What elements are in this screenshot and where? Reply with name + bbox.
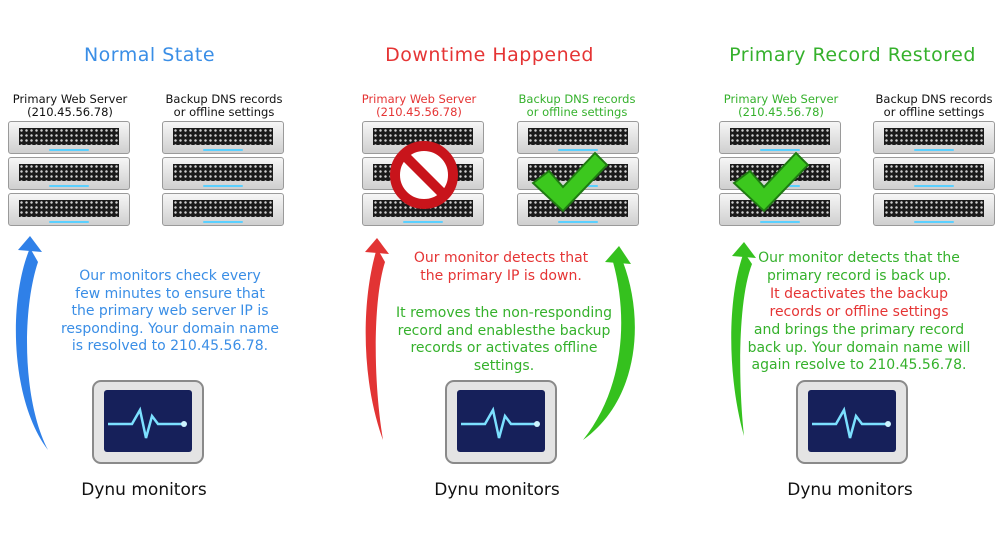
panel-downtime: Downtime Happened Primary Web Server (21…	[333, 0, 666, 556]
action-line: It removes the non-responding	[396, 305, 612, 321]
backup-label-line1: Backup DNS records	[165, 92, 283, 106]
deactivation-line: records or offline settings	[769, 303, 949, 320]
backup-server-icon	[162, 121, 284, 229]
panel-normal-state: Normal State Primary Web Server (210.45.…	[0, 0, 333, 556]
upward-arrow-green-icon	[731, 242, 756, 436]
action-line: settings.	[473, 357, 535, 374]
checkmark-icon	[531, 151, 609, 213]
checkmark-icon	[732, 151, 810, 213]
primary-server-ip: (210.45.56.78)	[738, 105, 824, 119]
detection-line: primary record is back up.	[767, 267, 951, 284]
primary-server-name: Primary Web Server	[723, 92, 839, 106]
monitor-icon	[92, 380, 204, 464]
detection-line: Our monitor detects that the	[758, 250, 960, 266]
primary-server-name: Primary Web Server	[361, 92, 477, 106]
description-line: few minutes to ensure that	[75, 285, 265, 302]
backup-server-icon	[873, 121, 995, 229]
action-line: records or activates offline	[410, 340, 598, 356]
backup-server-label: Backup DNS records or offline settings	[154, 93, 294, 119]
monitor-caption: Dynu monitors	[787, 480, 913, 500]
backup-label-line2: or offline settings	[526, 105, 628, 119]
description-line: is resolved to 210.45.56.78.	[71, 338, 269, 354]
upward-arrow-green-icon	[583, 246, 635, 440]
monitor-caption: Dynu monitors	[434, 480, 560, 500]
backup-label-line1: Backup DNS records	[875, 92, 993, 106]
backup-label-line1: Backup DNS records	[518, 92, 636, 106]
primary-server-icon	[8, 121, 130, 229]
detection-text: Our monitor detects that the primary IP …	[371, 250, 631, 285]
panel-title: Primary Record Restored	[729, 44, 976, 66]
downward-arrow-red-icon	[365, 238, 389, 440]
detection-text: Our monitor detects that the primary rec…	[728, 250, 990, 285]
detection-line: the primary IP is down.	[420, 267, 582, 284]
action-line: record and enablesthe backup	[397, 322, 611, 339]
prohibited-icon	[390, 141, 458, 209]
primary-server-ip: (210.45.56.78)	[27, 105, 113, 119]
action-text: It removes the non-responding record and…	[369, 305, 639, 375]
primary-server-label: Primary Web Server (210.45.56.78)	[349, 93, 489, 119]
backup-server-label: Backup DNS records or offline settings	[864, 93, 1000, 119]
primary-server-label: Primary Web Server (210.45.56.78)	[711, 93, 851, 119]
upward-arrow-icon	[15, 236, 49, 450]
description-line: responding. Your domain name	[60, 320, 280, 337]
description-line: the primary web server IP is	[71, 303, 269, 319]
restoration-line: back up. Your domain name will	[747, 339, 971, 356]
backup-server-label: Backup DNS records or offline settings	[507, 93, 647, 119]
monitor-caption: Dynu monitors	[81, 480, 207, 500]
detection-line: Our monitor detects that	[413, 250, 589, 266]
panel-title: Downtime Happened	[385, 44, 594, 66]
restoration-line: and brings the primary record	[753, 322, 965, 338]
deactivation-line: It deactivates the backup	[770, 286, 948, 302]
panel-primary-restored: Primary Record Restored Primary Web Serv…	[666, 0, 999, 556]
restoration-line: again resolve to 210.45.56.78.	[751, 357, 967, 373]
monitor-icon	[445, 380, 557, 464]
description-text: Our monitors check every few minutes to …	[40, 268, 300, 356]
primary-server-label: Primary Web Server (210.45.56.78)	[0, 93, 140, 119]
primary-server-name: Primary Web Server	[12, 92, 128, 106]
monitor-icon	[796, 380, 908, 464]
backup-label-line2: or offline settings	[883, 105, 985, 119]
backup-label-line2: or offline settings	[173, 105, 275, 119]
restoration-text: and brings the primary record back up. Y…	[728, 322, 990, 375]
panel-title: Normal State	[83, 44, 216, 66]
deactivation-text: It deactivates the backup records or off…	[728, 286, 990, 321]
description-line: Our monitors check every	[79, 268, 261, 284]
primary-server-ip: (210.45.56.78)	[376, 105, 462, 119]
